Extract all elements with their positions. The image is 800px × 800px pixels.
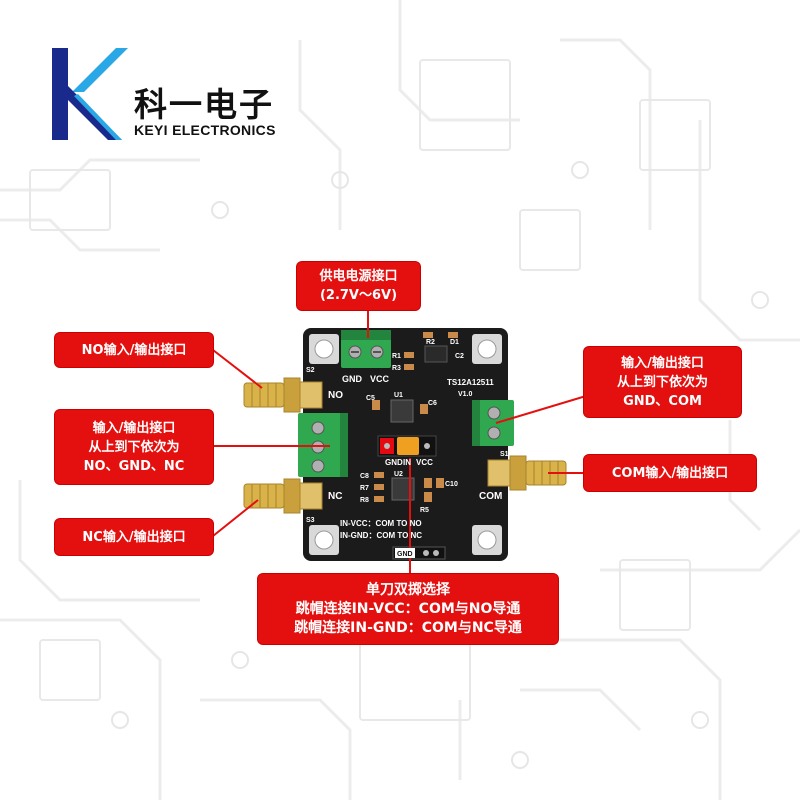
brand-name-cn: 科一电子 bbox=[134, 85, 274, 124]
callout-right-pins-line3: GND、COM bbox=[623, 393, 702, 409]
callout-power: 供电电源接口 (2.7V～6V) bbox=[297, 262, 420, 310]
callout-left-pins-line3: NO、GND、NC bbox=[83, 458, 185, 474]
callout-nc-port-line1: NC输入/输出接口 bbox=[82, 529, 186, 545]
callout-right-pins-line1: 输入/输出接口 bbox=[621, 355, 704, 371]
keyi-logo-icon bbox=[52, 48, 128, 140]
callout-right-pins: 输入/输出接口 从上到下依次为 GND、COM bbox=[584, 347, 741, 417]
brand-name-en: KEYI ELECTRONICS bbox=[134, 122, 276, 138]
callout-nc-port: NC输入/输出接口 bbox=[55, 519, 213, 555]
callout-power-line1: 供电电源接口 bbox=[319, 269, 398, 284]
callout-jumper-line2: 跳帽连接IN-VCC：COM与NO导通 bbox=[295, 600, 521, 617]
callout-left-pins-line1: 输入/输出接口 bbox=[92, 420, 176, 436]
callout-power-line2: (2.7V～6V) bbox=[319, 288, 398, 303]
callout-jumper-line1: 单刀双掷选择 bbox=[366, 581, 450, 598]
callout-com-port: COM输入/输出接口 bbox=[584, 455, 756, 491]
callout-left-pins: 输入/输出接口 从上到下依次为 NO、GND、NC bbox=[55, 410, 213, 484]
callout-right-pins-line2: 从上到下依次为 bbox=[616, 374, 708, 390]
callout-jumper: 单刀双掷选择 跳帽连接IN-VCC：COM与NO导通 跳帽连接IN-GND：CO… bbox=[258, 574, 558, 644]
callout-com-port-line1: COM输入/输出接口 bbox=[611, 465, 729, 481]
callout-jumper-line3: 跳帽连接IN-GND：COM与NC导通 bbox=[294, 619, 522, 636]
callout-no-port: NO输入/输出接口 bbox=[55, 333, 213, 367]
callout-left-pins-line2: 从上到下依次为 bbox=[88, 439, 180, 455]
callout-no-port-line1: NO输入/输出接口 bbox=[81, 342, 187, 358]
